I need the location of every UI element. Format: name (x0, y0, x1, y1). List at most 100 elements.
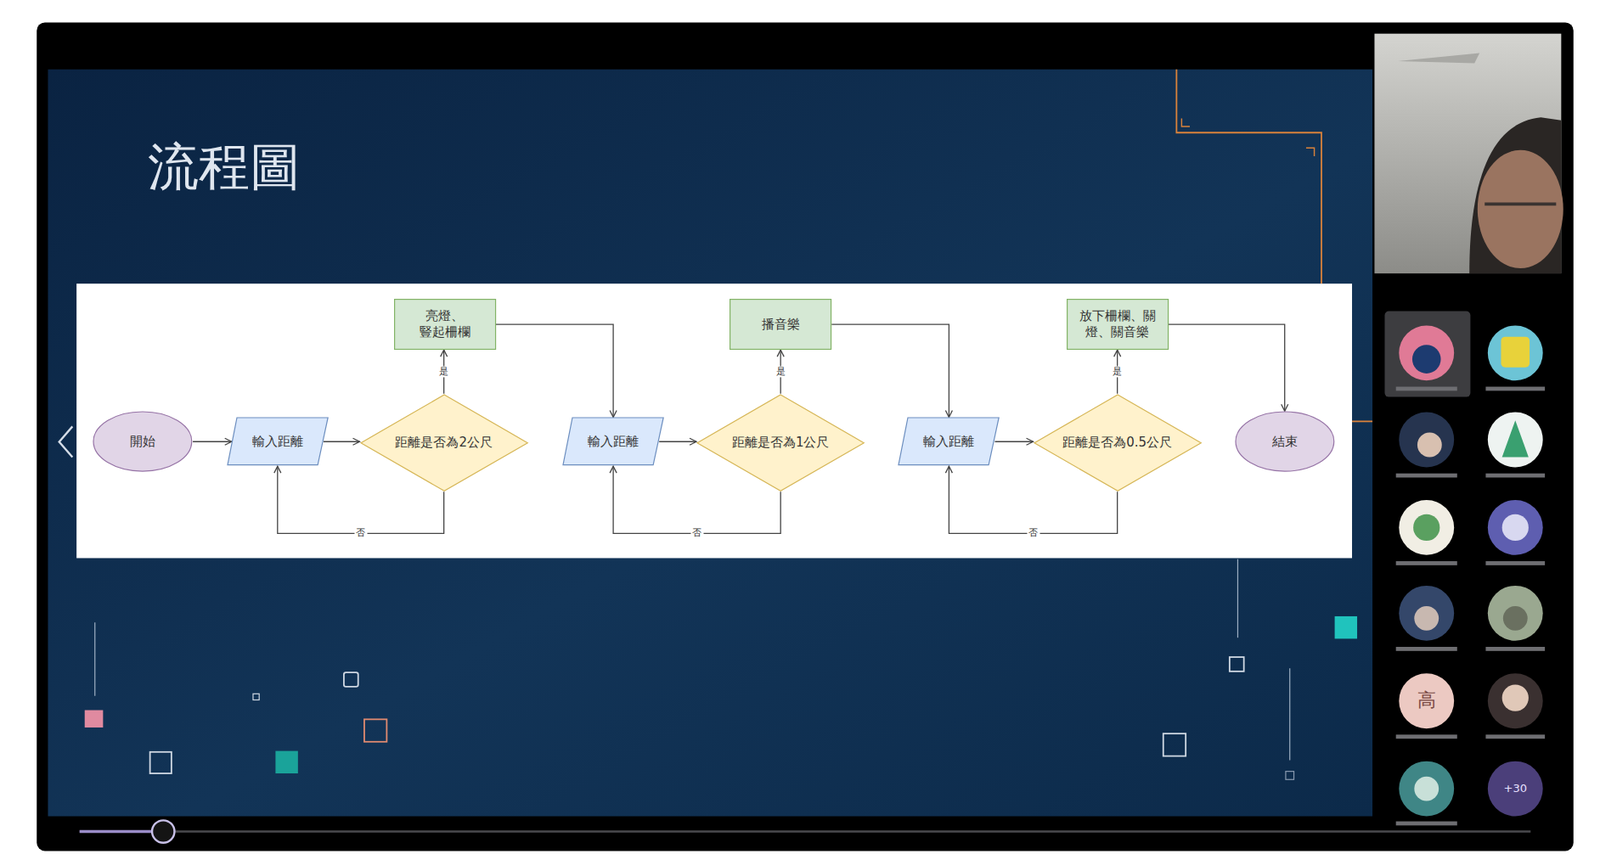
node-label: 播音樂 (738, 316, 823, 333)
deco-square (84, 710, 104, 728)
deco-line (1237, 559, 1239, 639)
avatar-figure (1502, 684, 1529, 711)
corner-mark (1181, 118, 1190, 127)
edge-label: 否 (690, 528, 704, 540)
orange-trim-line (1352, 420, 1373, 423)
node-label: 輸入距離 (252, 433, 304, 451)
node-text-group: 播音樂 (738, 316, 823, 333)
deco-square (1163, 733, 1186, 756)
node-text-group: 放下柵欄、關 燈、關音樂 (1075, 308, 1161, 341)
name-bar (1485, 647, 1545, 652)
flow-arrow (495, 324, 614, 417)
deco-square (343, 672, 359, 688)
name-bar (1396, 561, 1458, 566)
parallelogram-shape (898, 417, 999, 466)
node-label: 輸入距離 (923, 433, 975, 451)
flow-arrow (1168, 324, 1285, 412)
orange-trim-line (1176, 69, 1322, 284)
more-participants-count: +30 (1504, 782, 1527, 796)
node-text-group: 輸入距離 (923, 433, 975, 451)
terminal-ellipse: 結束 (1234, 411, 1336, 473)
node-text-group: 距離是否為0.5公尺 (1062, 434, 1172, 451)
node-text-group: 輸入距離 (587, 433, 639, 451)
process-box: 放下柵欄、關 燈、關音樂 (1066, 298, 1169, 350)
avatar (1398, 761, 1454, 817)
deco-square (364, 719, 387, 742)
diamond-shape (697, 394, 864, 491)
ellipse-shape (1235, 411, 1335, 472)
slide-title: 流程圖 (147, 135, 301, 198)
avatar-figure (1414, 777, 1439, 802)
participant-name-bars (1396, 387, 1545, 827)
diamond-shape (360, 394, 528, 491)
ellipse-shape (93, 411, 192, 472)
decision-diamond: 距離是否為0.5公尺 (1033, 394, 1202, 492)
name-bar (1485, 387, 1545, 392)
avatar (1398, 500, 1454, 556)
node-text-group: 亮燈、 豎起柵欄 (402, 308, 488, 341)
node-text-group: 結束 (1272, 433, 1298, 451)
deco-square (253, 693, 260, 700)
deco-square (150, 752, 172, 774)
connector-group (192, 324, 1285, 534)
avatar (1487, 585, 1544, 642)
input-parallelogram: 輸入距離 (226, 416, 329, 467)
input-parallelogram: 輸入距離 (897, 416, 1000, 467)
process-box: 播音樂 (729, 298, 832, 350)
avatar (1398, 325, 1454, 381)
avatar (1487, 673, 1544, 729)
node-label: 距離是否為2公尺 (394, 434, 493, 451)
webcam-face (1477, 150, 1564, 269)
name-bar (1396, 647, 1458, 652)
node-text-group: 開始 (129, 433, 156, 451)
deco-square (1229, 657, 1245, 672)
avatar-figure (1417, 433, 1443, 458)
avatar-figure (1503, 606, 1528, 631)
flow-arrow (831, 324, 949, 417)
avatar-figure (1500, 337, 1530, 368)
rect-shape (1066, 299, 1168, 350)
node-label: 結束 (1272, 433, 1298, 451)
flow-arrow (994, 441, 1033, 443)
edge-label: 是 (774, 366, 788, 378)
edge-label: 是 (1110, 366, 1124, 378)
progress-fill (79, 830, 164, 834)
participant-avatars (1398, 325, 1543, 817)
deco-line (94, 622, 96, 697)
process-box: 亮燈、 豎起柵欄 (394, 298, 496, 350)
input-parallelogram: 輸入距離 (562, 416, 665, 467)
deco-square (275, 751, 298, 774)
diagram-panel (76, 283, 1353, 558)
avatar-figure (1413, 514, 1440, 541)
name-bar (1396, 387, 1458, 392)
node-label: 輸入距離 (587, 433, 639, 451)
avatar-figure (1502, 420, 1529, 457)
deco-square (1335, 616, 1358, 639)
progress-track (79, 830, 1532, 833)
deco-line (1289, 668, 1291, 761)
node-label: 亮燈、 豎起柵欄 (402, 308, 488, 341)
diamond-shape (1034, 394, 1201, 491)
parallelogram-shape (563, 417, 664, 466)
rect-shape (730, 299, 832, 350)
avatar-figure (1412, 344, 1442, 374)
avatar (1398, 585, 1454, 642)
avatar (1398, 412, 1454, 468)
more-participants-badge (1487, 761, 1544, 817)
name-bar (1396, 822, 1458, 827)
node-text-group: 輸入距離 (252, 433, 304, 451)
decision-diamond: 距離是否為1公尺 (696, 394, 865, 492)
decision-diamond: 距離是否為2公尺 (360, 394, 529, 492)
webcam-glasses (1484, 202, 1556, 207)
avatar-initial: 高 (1417, 689, 1437, 712)
node-label: 放下柵欄、關 燈、關音樂 (1075, 308, 1161, 341)
flow-arrow (659, 441, 697, 443)
edge-label: 否 (1026, 528, 1040, 540)
avatar-figure (1502, 514, 1529, 541)
prev-slide-chevron (59, 426, 74, 457)
rect-shape (394, 299, 496, 350)
name-bar (1396, 734, 1458, 739)
edge-label: 是 (437, 366, 451, 378)
avatar (1487, 500, 1544, 556)
terminal-ellipse: 開始 (92, 411, 193, 473)
